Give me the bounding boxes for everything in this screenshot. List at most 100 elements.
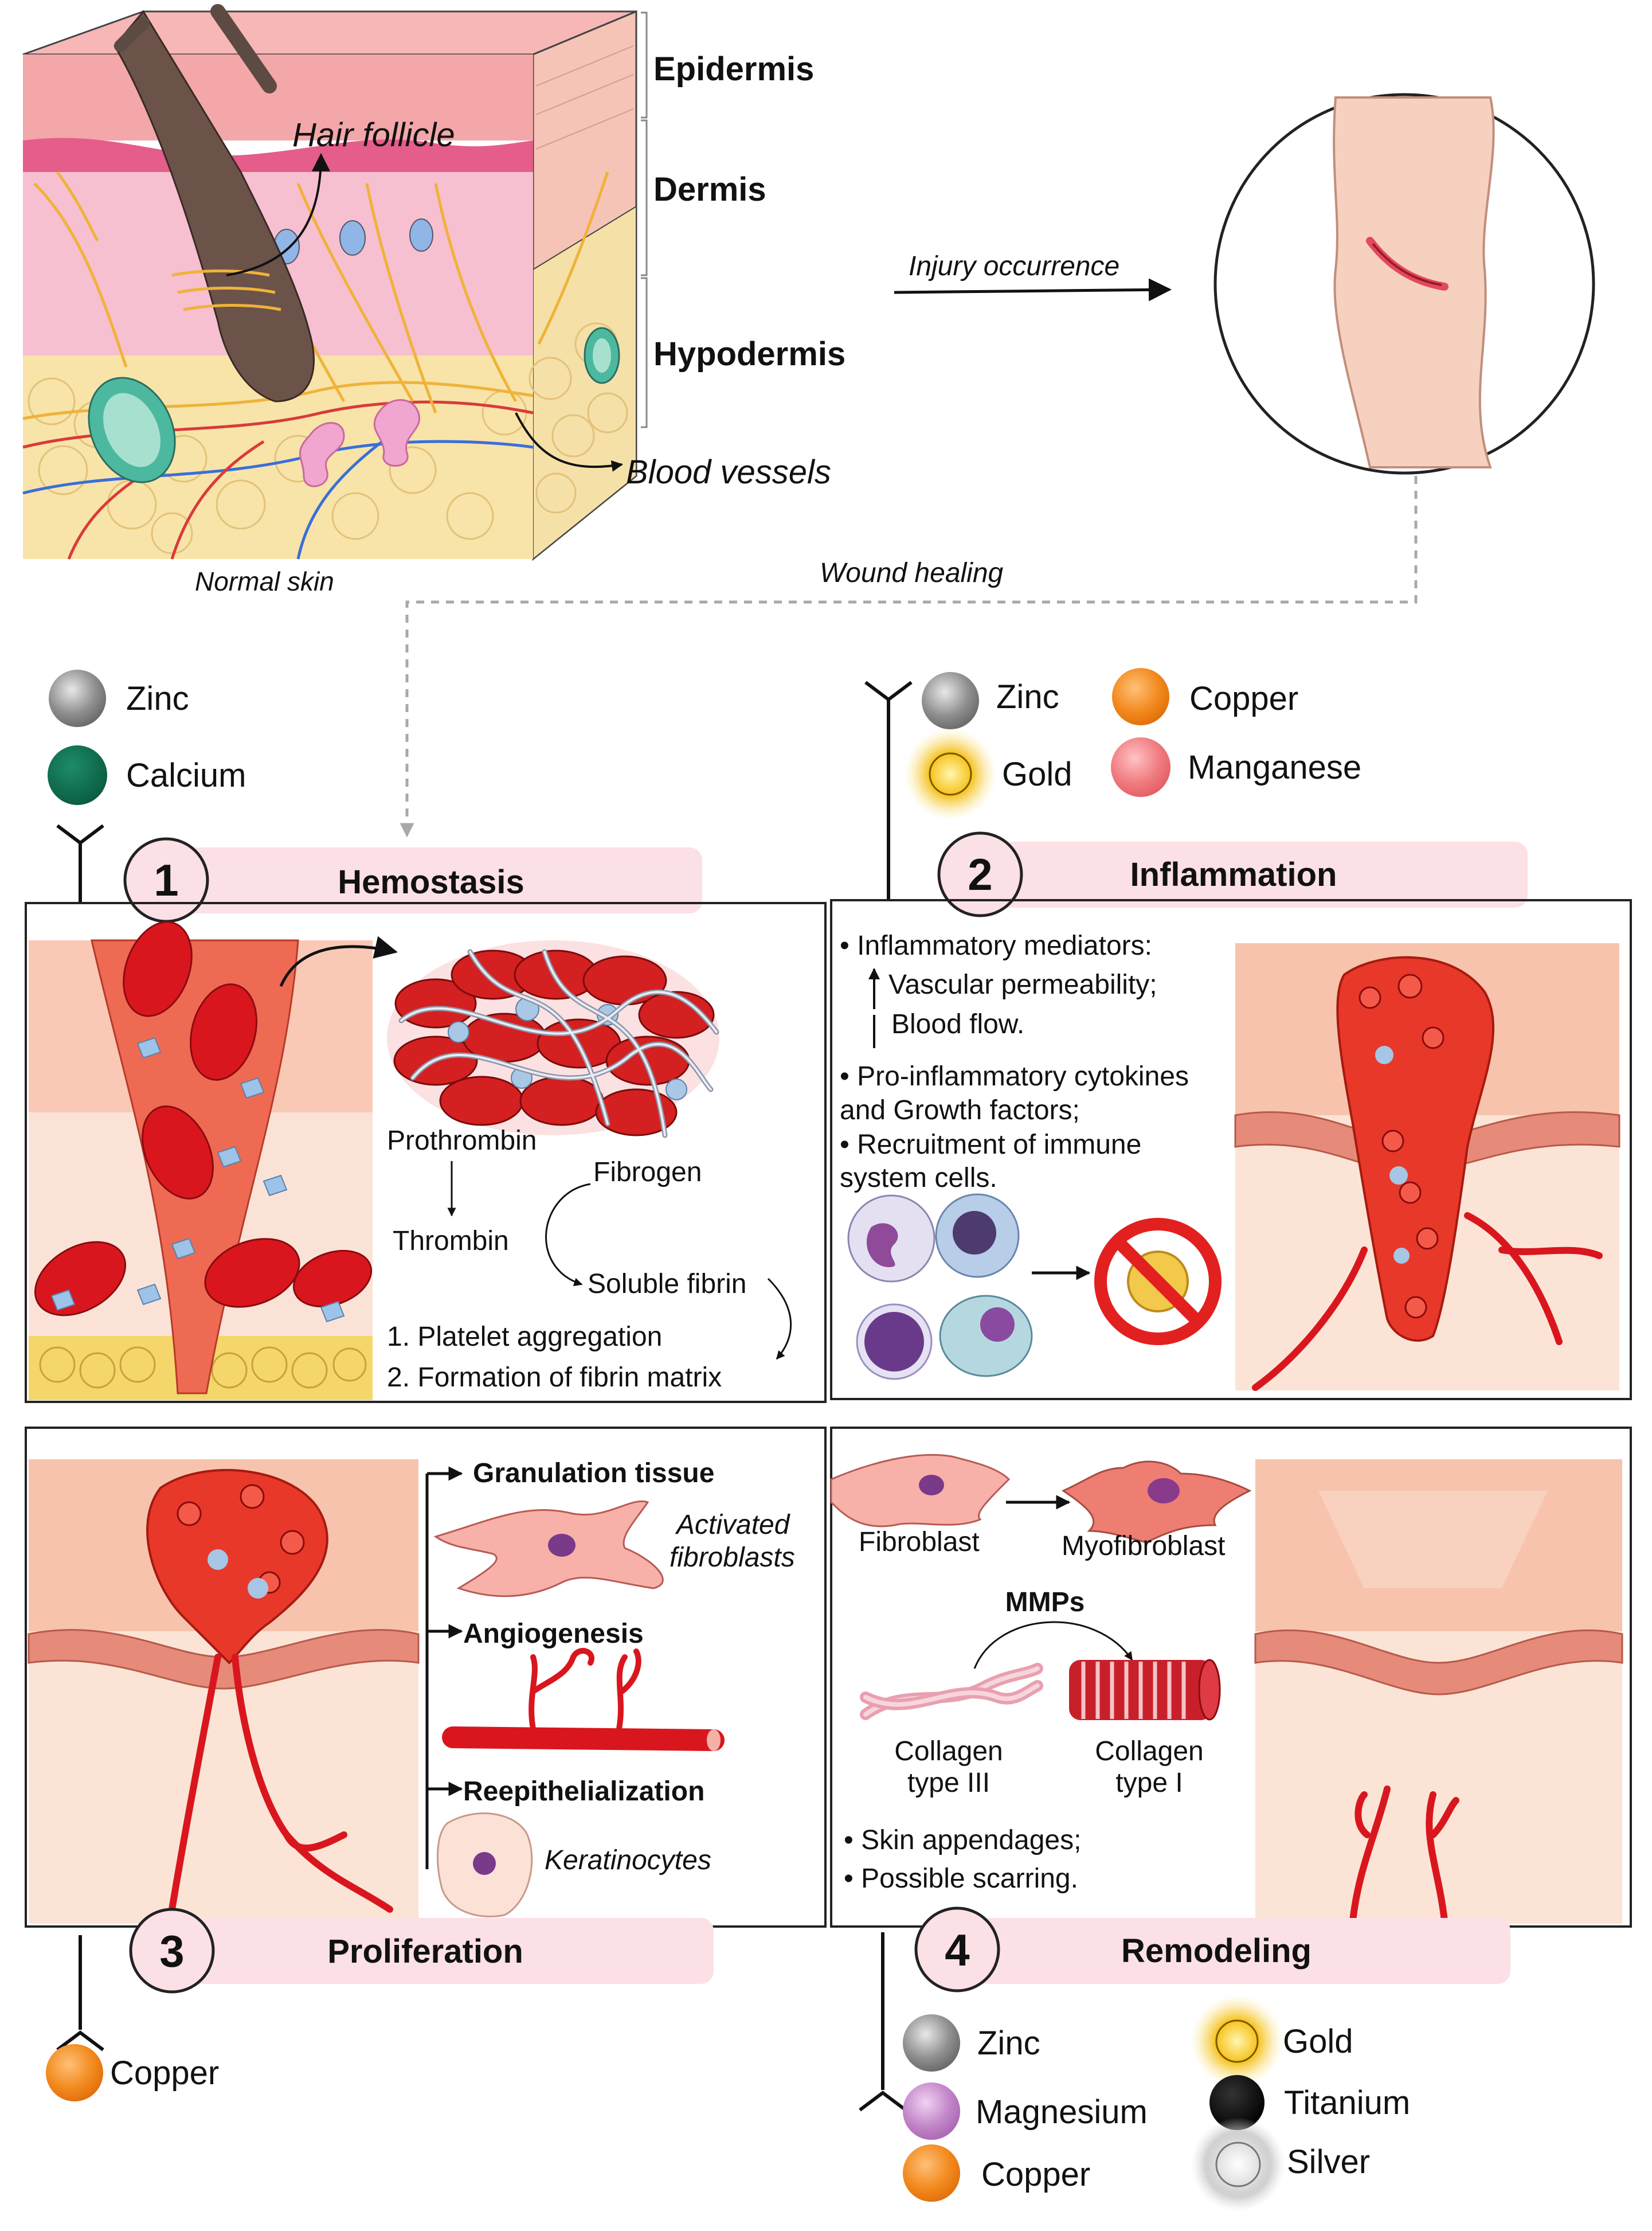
phase-number: 2 [968, 849, 992, 900]
keratinocytes-label: Keratinocytes [545, 1845, 711, 1876]
element-label: Magnesium [976, 2093, 1148, 2131]
blood-vessels-label: Blood vessels [626, 454, 831, 491]
keratinocyte-illustration [437, 1812, 533, 1918]
copper-icon [903, 2144, 960, 2202]
myofibroblast-label: Myofibroblast [1062, 1531, 1225, 1561]
hair-follicle-label: Hair follicle [292, 116, 455, 154]
angiogenesis-label: Angiogenesis [463, 1619, 644, 1649]
collagen-iii-label: Collagen [894, 1736, 1003, 1767]
myofibroblast-illustration [1061, 1460, 1252, 1544]
proliferation-wound-illustration [28, 1459, 420, 1924]
phase-header-4: 4 Remodeling [914, 1906, 1510, 1992]
remodeling-wound-illustration [1254, 1459, 1623, 1924]
element-label: Copper [1189, 680, 1298, 717]
hair-follicle-arrow [226, 153, 330, 276]
mmps-label: MMPs [1005, 1587, 1085, 1617]
proliferation-branch-lines [425, 1466, 463, 1869]
thrombin-label: Thrombin [393, 1226, 509, 1256]
layer-label-dermis: Dermis [653, 171, 766, 208]
element-label: Manganese [1188, 749, 1361, 786]
hemostasis-step: 1. Platelet aggregation [387, 1322, 662, 1352]
collagen-type-iii-illustration [860, 1663, 1043, 1720]
phase-header-2: 2 Inflammation [937, 831, 1528, 917]
element-label: Silver [1287, 2143, 1370, 2181]
coagulation-cascade: Prothrombin Thrombin Fibrogen Soluble fi… [387, 1126, 792, 1393]
element-label: Calcium [126, 757, 246, 794]
layer-brackets [641, 11, 648, 428]
inflammation-line: Blood flow. [891, 1009, 1024, 1040]
collagen-type-i-illustration [1069, 1659, 1221, 1721]
inflammation-line: • Recruitment of immune [840, 1130, 1141, 1160]
inflammation-elements: Zinc Copper Gold Manganese [864, 668, 1361, 900]
element-label: Titanium [1284, 2084, 1410, 2121]
hemostasis-elements: Zinc Calcium [48, 670, 246, 903]
granulation-tissue-label: Granulation tissue [473, 1458, 714, 1488]
activated-fibroblasts-label: Activated [675, 1510, 790, 1540]
inflammation-panel [830, 899, 1632, 1400]
fibrogen-label: Fibrogen [593, 1157, 702, 1187]
soluble-fibrin-label: Soluble fibrin [588, 1269, 747, 1299]
inflammation-line: • Pro-inflammatory cytokines [840, 1061, 1189, 1092]
layer-label-epidermis: Epidermis [653, 50, 814, 88]
element-label: Copper [981, 2156, 1090, 2193]
fibroblast-label: Fibroblast [859, 1527, 980, 1557]
fibrin-clot-illustration [387, 940, 719, 1138]
hemostasis-panel [25, 902, 827, 1403]
element-label: Zinc [126, 680, 189, 717]
angiogenesis-illustration [442, 1648, 725, 1751]
proliferation-elements: Copper [46, 1935, 219, 2101]
remodeling-bullet: • Skin appendages; [844, 1825, 1081, 1855]
activated-fibroblasts-label: fibroblasts [670, 1542, 795, 1573]
phase-title: Inflammation [1130, 856, 1337, 893]
copper-icon [46, 2044, 103, 2101]
fibroblast-illustration [830, 1454, 1011, 1527]
inflammation-line: and Growth factors; [840, 1095, 1080, 1126]
hemostasis-step: 2. Formation of fibrin matrix [387, 1362, 722, 1393]
magnesium-icon [903, 2082, 960, 2140]
element-label: Gold [1002, 756, 1072, 793]
inflammation-line: system cells. [840, 1163, 997, 1193]
phase-title: Hemostasis [338, 864, 524, 901]
mmps-arrow [973, 1621, 1133, 1669]
remodeling-elements: Zinc Gold Magnesium Titanium Copper Silv… [859, 1932, 1410, 2212]
inflammation-text: • Inflammatory mediators: Vascular perme… [840, 931, 1189, 1193]
element-label: Zinc [996, 678, 1059, 716]
hemostasis-wound-illustration [29, 921, 398, 1400]
silver-icon [1191, 2117, 1285, 2212]
injured-knee-illustration [1213, 93, 1595, 475]
phase-number: 4 [945, 1925, 969, 1975]
skin-block-illustration [22, 4, 637, 561]
inflammation-line: • Inflammatory mediators: [840, 931, 1152, 961]
inflammation-wound-illustration [1234, 943, 1620, 1391]
element-label: Zinc [977, 2025, 1040, 2062]
gold-icon [903, 727, 997, 821]
element-label: Gold [1283, 2023, 1353, 2060]
blood-vessels-arrow [515, 412, 623, 472]
injury-occurrence-label: Injury occurrence [909, 251, 1119, 282]
phase-header-3: 3 Proliferation [129, 1908, 714, 1994]
normal-skin-label: Normal skin [195, 566, 334, 596]
wound-healing-label: Wound healing [820, 558, 1004, 588]
phase-number: 3 [159, 1926, 184, 1976]
layer-label-hypodermis: Hypodermis [653, 335, 845, 373]
inflammation-line: Vascular permeability; [888, 970, 1157, 1000]
phase-title: Proliferation [327, 1933, 523, 1970]
phase-header-1: 1 Hemostasis [123, 837, 702, 923]
phase-number: 1 [154, 855, 178, 905]
copper-icon [1112, 668, 1169, 725]
injury-arrow [894, 278, 1172, 302]
prothrombin-label: Prothrombin [387, 1126, 537, 1156]
collagen-i-label: Collagen [1095, 1736, 1203, 1767]
zinc-icon [49, 670, 106, 727]
titanium-icon [1209, 2075, 1265, 2130]
element-label: Copper [110, 2054, 219, 2092]
collagen-i-label: type I [1115, 1768, 1183, 1798]
wound-healing-connector [400, 476, 1418, 838]
zinc-icon [922, 672, 979, 729]
collagen-iii-label: type III [907, 1768, 990, 1798]
zinc-icon [903, 2014, 960, 2072]
calcium-icon [48, 745, 107, 805]
manganese-icon [1111, 737, 1171, 797]
reepithelialization-label: Reepithelialization [463, 1776, 704, 1807]
phase-title: Remodeling [1121, 1932, 1312, 1970]
